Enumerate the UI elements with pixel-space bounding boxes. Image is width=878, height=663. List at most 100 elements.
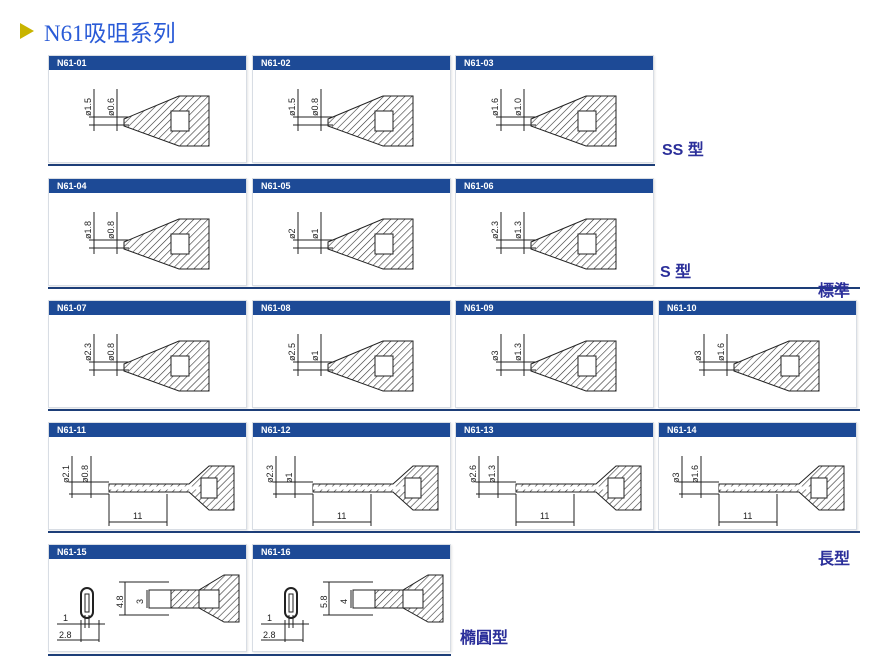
- nozzle-drawing: 1 2.8 4.8 3: [57, 574, 240, 642]
- section-title: N61吸咀系列: [20, 14, 176, 48]
- nozzle-card: N61-12 ø2.3 ø1 11: [252, 422, 451, 530]
- row-divider: [48, 287, 860, 289]
- nozzle-card: N61-08 ø2.5 ø1: [252, 300, 451, 408]
- nozzle-drawing: ø2.3 ø0.8: [83, 334, 210, 392]
- nozzle-card: N61-09 ø3 ø1.3: [455, 300, 654, 408]
- dimension-label: ø3: [693, 350, 703, 361]
- row-divider: [48, 409, 860, 411]
- nozzle-code: N61-02: [253, 56, 450, 70]
- dimension-label: ø2.3: [265, 465, 275, 483]
- nozzle-code: N61-14: [659, 423, 856, 437]
- nozzle-drawing: ø3 ø1.6: [693, 334, 820, 392]
- nozzle-card: N61-16 1 2.8 5.8 4: [252, 544, 451, 652]
- dimension-label: ø0.8: [106, 343, 116, 361]
- nozzle-drawing: 1 2.8 5.8 4: [261, 574, 444, 642]
- dimension-label: ø0.8: [80, 465, 90, 483]
- nozzle-code: N61-16: [253, 545, 450, 559]
- nozzle-drawing: ø3 ø1.3: [490, 334, 617, 392]
- dimension-label: 5.8: [319, 595, 329, 608]
- nozzle-card: N61-01 ø1.5 ø0.6: [48, 55, 247, 163]
- nozzle-card: N61-02 ø1.5 ø0.8: [252, 55, 451, 163]
- nozzle-code: N61-03: [456, 56, 653, 70]
- nozzle-code: N61-08: [253, 301, 450, 315]
- nozzle-code: N61-11: [49, 423, 246, 437]
- nozzle-drawing: ø2.5 ø1: [287, 334, 414, 392]
- dimension-label: ø1.3: [487, 465, 497, 483]
- nozzle-card: N61-15 1 2.8 4.8 3: [48, 544, 247, 652]
- nozzle-drawing: ø2.3 ø1 11: [265, 456, 439, 526]
- nozzle-drawing: ø1.5 ø0.6: [83, 89, 210, 147]
- dimension-label: ø1.8: [83, 221, 93, 239]
- dimension-label: ø1.6: [490, 98, 500, 116]
- nozzle-drawing: ø2.6 ø1.3 11: [468, 456, 642, 526]
- nozzle-drawing: ø2.1 ø0.8 11: [61, 456, 235, 526]
- dimension-label: ø2.6: [468, 465, 478, 483]
- dimension-label: ø2.5: [287, 343, 297, 361]
- nozzle-drawing: ø2.3 ø1.3: [490, 212, 617, 270]
- dimension-label: ø1: [310, 350, 320, 361]
- nozzle-code: N61-06: [456, 179, 653, 193]
- dimension-label: ø0.6: [106, 98, 116, 116]
- dimension-label: ø2.3: [83, 343, 93, 361]
- dimension-label: 2.8: [263, 630, 276, 640]
- dimension-label: ø0.8: [106, 221, 116, 239]
- dimension-label: ø1.6: [716, 343, 726, 361]
- row-divider: [48, 531, 860, 533]
- nozzle-card: N61-05 ø2 ø1: [252, 178, 451, 286]
- dimension-label: ø1.6: [690, 465, 700, 483]
- nozzle-card: N61-07 ø2.3 ø0.8: [48, 300, 247, 408]
- dimension-label: ø2.1: [61, 465, 71, 483]
- nozzle-code: N61-05: [253, 179, 450, 193]
- dimension-label: ø1.0: [513, 98, 523, 116]
- nozzle-card: N61-06 ø2.3 ø1.3: [455, 178, 654, 286]
- dimension-label: 3: [135, 599, 145, 604]
- dimension-label: ø2.3: [490, 221, 500, 239]
- label-oval-type: 橢圓型: [460, 630, 509, 647]
- label-ss-type: SS 型: [662, 142, 704, 159]
- dimension-label: 1: [267, 613, 272, 623]
- dimension-label: ø1.3: [513, 343, 523, 361]
- nozzle-card: N61-03 ø1.6 ø1.0: [455, 55, 654, 163]
- dimension-label: 11: [337, 511, 346, 521]
- title-text: N61吸咀系列: [44, 21, 176, 46]
- nozzle-drawing: ø3 ø1.6 11: [671, 456, 845, 526]
- dimension-label: 4: [339, 599, 349, 604]
- nozzle-code: N61-13: [456, 423, 653, 437]
- nozzle-drawing: ø2 ø1: [287, 212, 414, 270]
- dimension-label: ø1: [284, 472, 294, 483]
- nozzle-drawing: ø1.5 ø0.8: [287, 89, 414, 147]
- dimension-label: 4.8: [115, 595, 125, 608]
- dimension-label: 11: [540, 511, 549, 521]
- nozzle-code: N61-09: [456, 301, 653, 315]
- nozzle-card: N61-11 ø2.1 ø0.8 11: [48, 422, 247, 530]
- nozzle-code: N61-10: [659, 301, 856, 315]
- dimension-label: ø1.3: [513, 221, 523, 239]
- row-divider: [48, 164, 655, 166]
- dimension-label: ø0.8: [310, 98, 320, 116]
- nozzle-code: N61-01: [49, 56, 246, 70]
- dimension-label: 2.8: [59, 630, 72, 640]
- nozzle-code: N61-07: [49, 301, 246, 315]
- dimension-label: ø3: [671, 472, 681, 483]
- nozzle-code: N61-04: [49, 179, 246, 193]
- dimension-label: 1: [63, 613, 68, 623]
- nozzle-card: N61-04 ø1.8 ø0.8: [48, 178, 247, 286]
- row-divider: [48, 654, 451, 656]
- dimension-label: ø1.5: [287, 98, 297, 116]
- label-s-type: S 型: [660, 264, 692, 281]
- nozzle-drawing: ø1.8 ø0.8: [83, 212, 210, 270]
- arrow-bullet-icon: [20, 23, 34, 39]
- dimension-label: ø3: [490, 350, 500, 361]
- nozzle-code: N61-15: [49, 545, 246, 559]
- dimension-label: ø1.5: [83, 98, 93, 116]
- nozzle-card: N61-14 ø3 ø1.6 11: [658, 422, 857, 530]
- nozzle-card: N61-13 ø2.6 ø1.3 11: [455, 422, 654, 530]
- label-long-type: 長型: [818, 551, 851, 568]
- nozzle-code: N61-12: [253, 423, 450, 437]
- dimension-label: 11: [743, 511, 752, 521]
- label-standard: 標準: [818, 283, 851, 300]
- nozzle-card: N61-10 ø3 ø1.6: [658, 300, 857, 408]
- dimension-label: ø1: [310, 228, 320, 239]
- dimension-label: ø2: [287, 228, 297, 239]
- dimension-label: 11: [133, 511, 142, 521]
